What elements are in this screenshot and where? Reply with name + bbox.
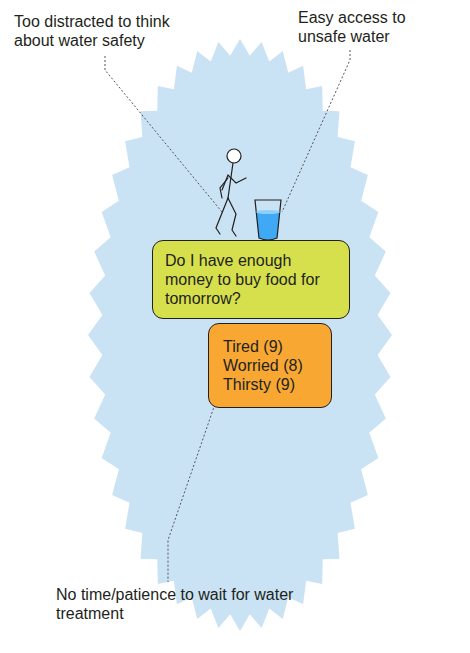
node-text: Thirsty (9) [223,375,317,394]
callout-text: No time/patience to wait for water treat… [56,585,296,623]
node-text: Tired (9) [223,337,317,356]
callout-text: Too distracted to think about water safe… [14,12,214,50]
feeling-box: Tired (9)Worried (8)Thirsty (9) [208,323,332,408]
question-box: Do I have enough money to buy food for t… [152,240,350,319]
callout-text: Easy access to unsafe water [298,8,458,46]
leader-line [105,50,350,582]
node-text: Do I have enough money to buy food for t… [165,251,337,308]
starburst-background [88,39,392,631]
node-text: Worried (8) [223,356,317,375]
bucket-symbol [255,200,281,240]
stick-figure [216,149,246,236]
